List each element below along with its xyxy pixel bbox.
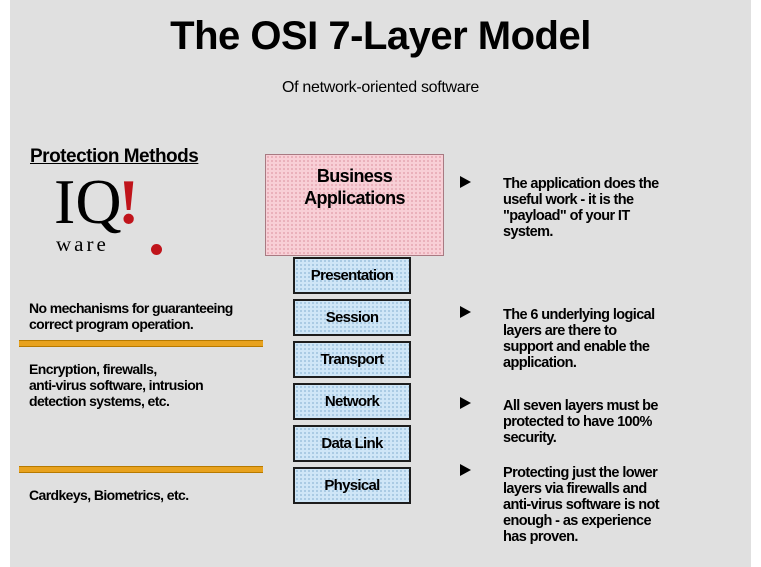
separator-bar [19, 340, 263, 347]
business-box-line: Business [316, 166, 393, 186]
protection-methods-heading: Protection Methods [30, 146, 199, 167]
note-line: enough - as experience [503, 513, 652, 529]
arrow-right-icon [460, 464, 471, 476]
layer-network: Network [293, 383, 411, 420]
protection-method-app: No mechanisms for guaranteeing correct p… [29, 300, 233, 332]
protection-method-line: Encryption, firewalls, [29, 361, 157, 377]
page-title: The OSI 7-Layer Model [170, 14, 591, 58]
layer-transport: Transport [293, 341, 411, 378]
note-line: application. [503, 355, 577, 371]
protection-method-line: No mechanisms for guaranteeing [29, 300, 233, 316]
note-lower-layers: Protecting just the lower layers via fir… [503, 465, 713, 545]
note-line: protected to have 100% [503, 414, 652, 430]
layer-physical: Physical [293, 467, 411, 504]
protection-method-line: detection systems, etc. [29, 393, 170, 409]
note-line: Protecting just the lower [503, 465, 658, 481]
note-underlying-layers: The 6 underlying logical layers are ther… [503, 307, 713, 371]
iqware-logo: IQ ! ware [54, 170, 164, 265]
arrow-right-icon [460, 306, 471, 318]
business-applications-box: Business Applications [265, 154, 444, 256]
arrow-right-icon [460, 397, 471, 409]
note-line: security. [503, 430, 557, 446]
logo-subtext: ware [56, 232, 109, 256]
note-line: All seven layers must be [503, 398, 658, 414]
note-line: has proven. [503, 529, 578, 545]
separator-bar [19, 466, 263, 473]
protection-method-logical: Encryption, firewalls, anti-virus softwa… [29, 361, 204, 409]
note-line: useful work - it is the [503, 192, 634, 208]
arrow-right-icon [460, 176, 471, 188]
note-line: layers are there to [503, 323, 617, 339]
logo-text: IQ [54, 166, 122, 237]
protection-method-line: correct program operation. [29, 316, 194, 332]
page-subtitle: Of network-oriented software [281, 79, 480, 96]
note-line: support and enable the [503, 339, 650, 355]
note-line: The application does the [503, 176, 659, 192]
note-line: system. [503, 224, 553, 240]
protection-method-physical: Cardkeys, Biometrics, etc. [29, 487, 189, 503]
business-box-line: Applications [304, 188, 405, 208]
note-line: "payload" of your IT [503, 208, 630, 224]
note-line: The 6 underlying logical [503, 307, 655, 323]
note-application: The application does the useful work - i… [503, 176, 713, 240]
logo-exclamation: ! [118, 166, 140, 237]
slide: The OSI 7-Layer Model Of network-oriente… [10, 0, 751, 567]
protection-method-line: Cardkeys, Biometrics, etc. [29, 487, 189, 503]
note-line: anti-virus software is not [503, 497, 660, 513]
layer-session: Session [293, 299, 411, 336]
note-line: layers via firewalls and [503, 481, 647, 497]
protection-method-line: anti-virus software, intrusion [29, 377, 204, 393]
note-all-layers: All seven layers must be protected to ha… [503, 398, 713, 446]
layer-data-link: Data Link [293, 425, 411, 462]
layer-presentation: Presentation [293, 257, 411, 294]
logo-dot-icon [151, 244, 162, 255]
